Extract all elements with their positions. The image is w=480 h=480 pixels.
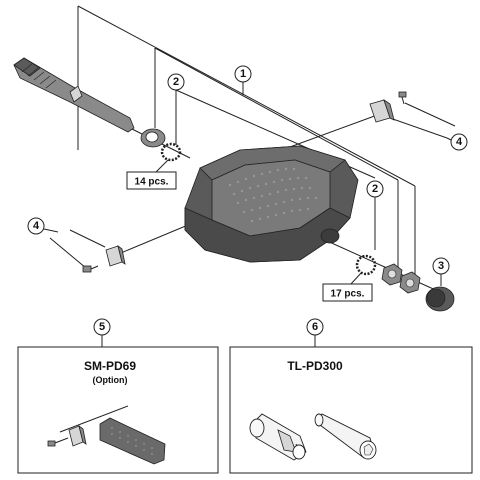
callout-1-number: 1 xyxy=(240,68,246,80)
spindle-axle xyxy=(13,57,135,133)
dust-cap xyxy=(425,286,455,312)
callout-2-upper: 2 xyxy=(167,73,185,91)
lock-nut xyxy=(399,271,421,294)
option-screw xyxy=(47,437,69,447)
ball-ring-upper xyxy=(160,142,182,162)
callout-2-lower: 2 xyxy=(366,180,384,198)
screw-right xyxy=(398,91,407,105)
bearing-cup-left xyxy=(140,128,166,148)
callout-4-left: 4 xyxy=(27,217,45,235)
callout-6: 6 xyxy=(306,318,324,336)
option-box-title: SM-PD69 xyxy=(84,359,136,373)
callout-4-right: 4 xyxy=(450,133,468,151)
leader-lines xyxy=(49,5,456,293)
socket-tool-b xyxy=(314,413,377,460)
qty-label-14: 14 pcs. xyxy=(126,171,177,190)
option-cleat-plate xyxy=(68,425,87,447)
option-reflector-pad xyxy=(99,417,166,465)
tool-box: TL-PD300 xyxy=(229,346,473,474)
callout-5-number: 5 xyxy=(99,321,105,333)
qty-label-17-text: 17 pcs. xyxy=(331,289,365,300)
callout-5: 5 xyxy=(93,318,111,336)
ball-ring-lower xyxy=(355,254,377,276)
option-box: SM-PD69 (Option) xyxy=(17,346,219,474)
callout-6-number: 6 xyxy=(312,321,318,333)
cone-nut xyxy=(381,263,403,286)
tool-box-title: TL-PD300 xyxy=(287,359,343,373)
callout-3-number: 3 xyxy=(438,260,444,272)
callout-4-right-number: 4 xyxy=(456,136,463,148)
qty-label-14-text: 14 pcs. xyxy=(135,177,169,188)
callout-4-left-number: 4 xyxy=(33,220,40,232)
socket-tool-a xyxy=(249,413,307,461)
callout-2-upper-number: 2 xyxy=(173,76,179,88)
pedal-body xyxy=(184,145,359,263)
cleat-plate-left xyxy=(105,245,126,267)
screw-left xyxy=(82,265,99,273)
option-box-subtitle: (Option) xyxy=(93,375,128,385)
callout-1: 1 xyxy=(234,65,252,83)
cleat-plate-right xyxy=(369,99,395,123)
qty-label-17: 17 pcs. xyxy=(322,283,373,302)
callout-3: 3 xyxy=(432,257,450,275)
callout-2-lower-number: 2 xyxy=(372,183,378,195)
